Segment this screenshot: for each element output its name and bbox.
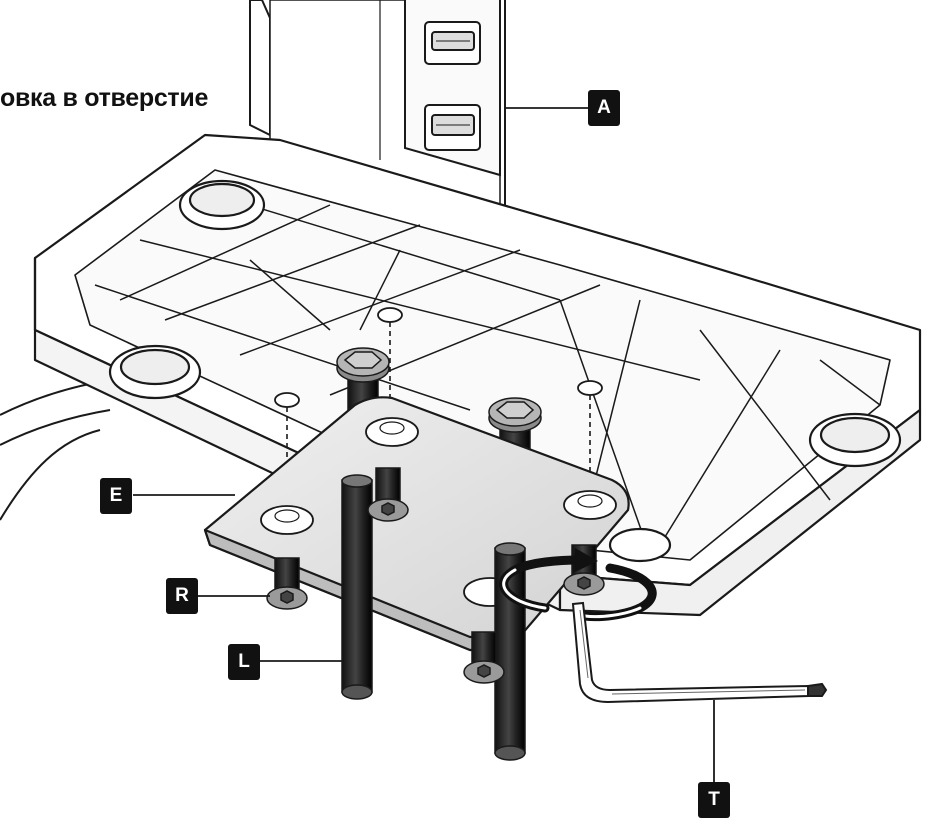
plate-hole	[365, 417, 419, 447]
label-r: R	[166, 578, 198, 614]
label-a: A	[588, 90, 620, 126]
cable	[0, 379, 111, 521]
base-foot	[108, 344, 202, 400]
column-slot	[424, 21, 481, 65]
leader-lines	[133, 107, 715, 782]
base-hole	[577, 380, 603, 490]
base-foot	[178, 179, 266, 231]
screw-r	[367, 467, 409, 522]
label-e: E	[100, 478, 132, 514]
screw-r	[463, 631, 505, 684]
plate-hole	[563, 490, 617, 520]
hex-key-t	[571, 601, 828, 704]
label-l: L	[228, 644, 260, 680]
screw-r	[266, 557, 308, 610]
instruction-caption: овка в отверстие	[0, 84, 209, 112]
label-t: T	[698, 782, 730, 818]
base-foot	[608, 527, 672, 563]
rotation-arrow-icon	[499, 548, 657, 622]
rod-l	[341, 474, 373, 700]
rod-l	[494, 542, 526, 761]
base-foot	[808, 412, 902, 468]
plate-hole	[260, 505, 314, 535]
column-slot	[424, 104, 481, 151]
